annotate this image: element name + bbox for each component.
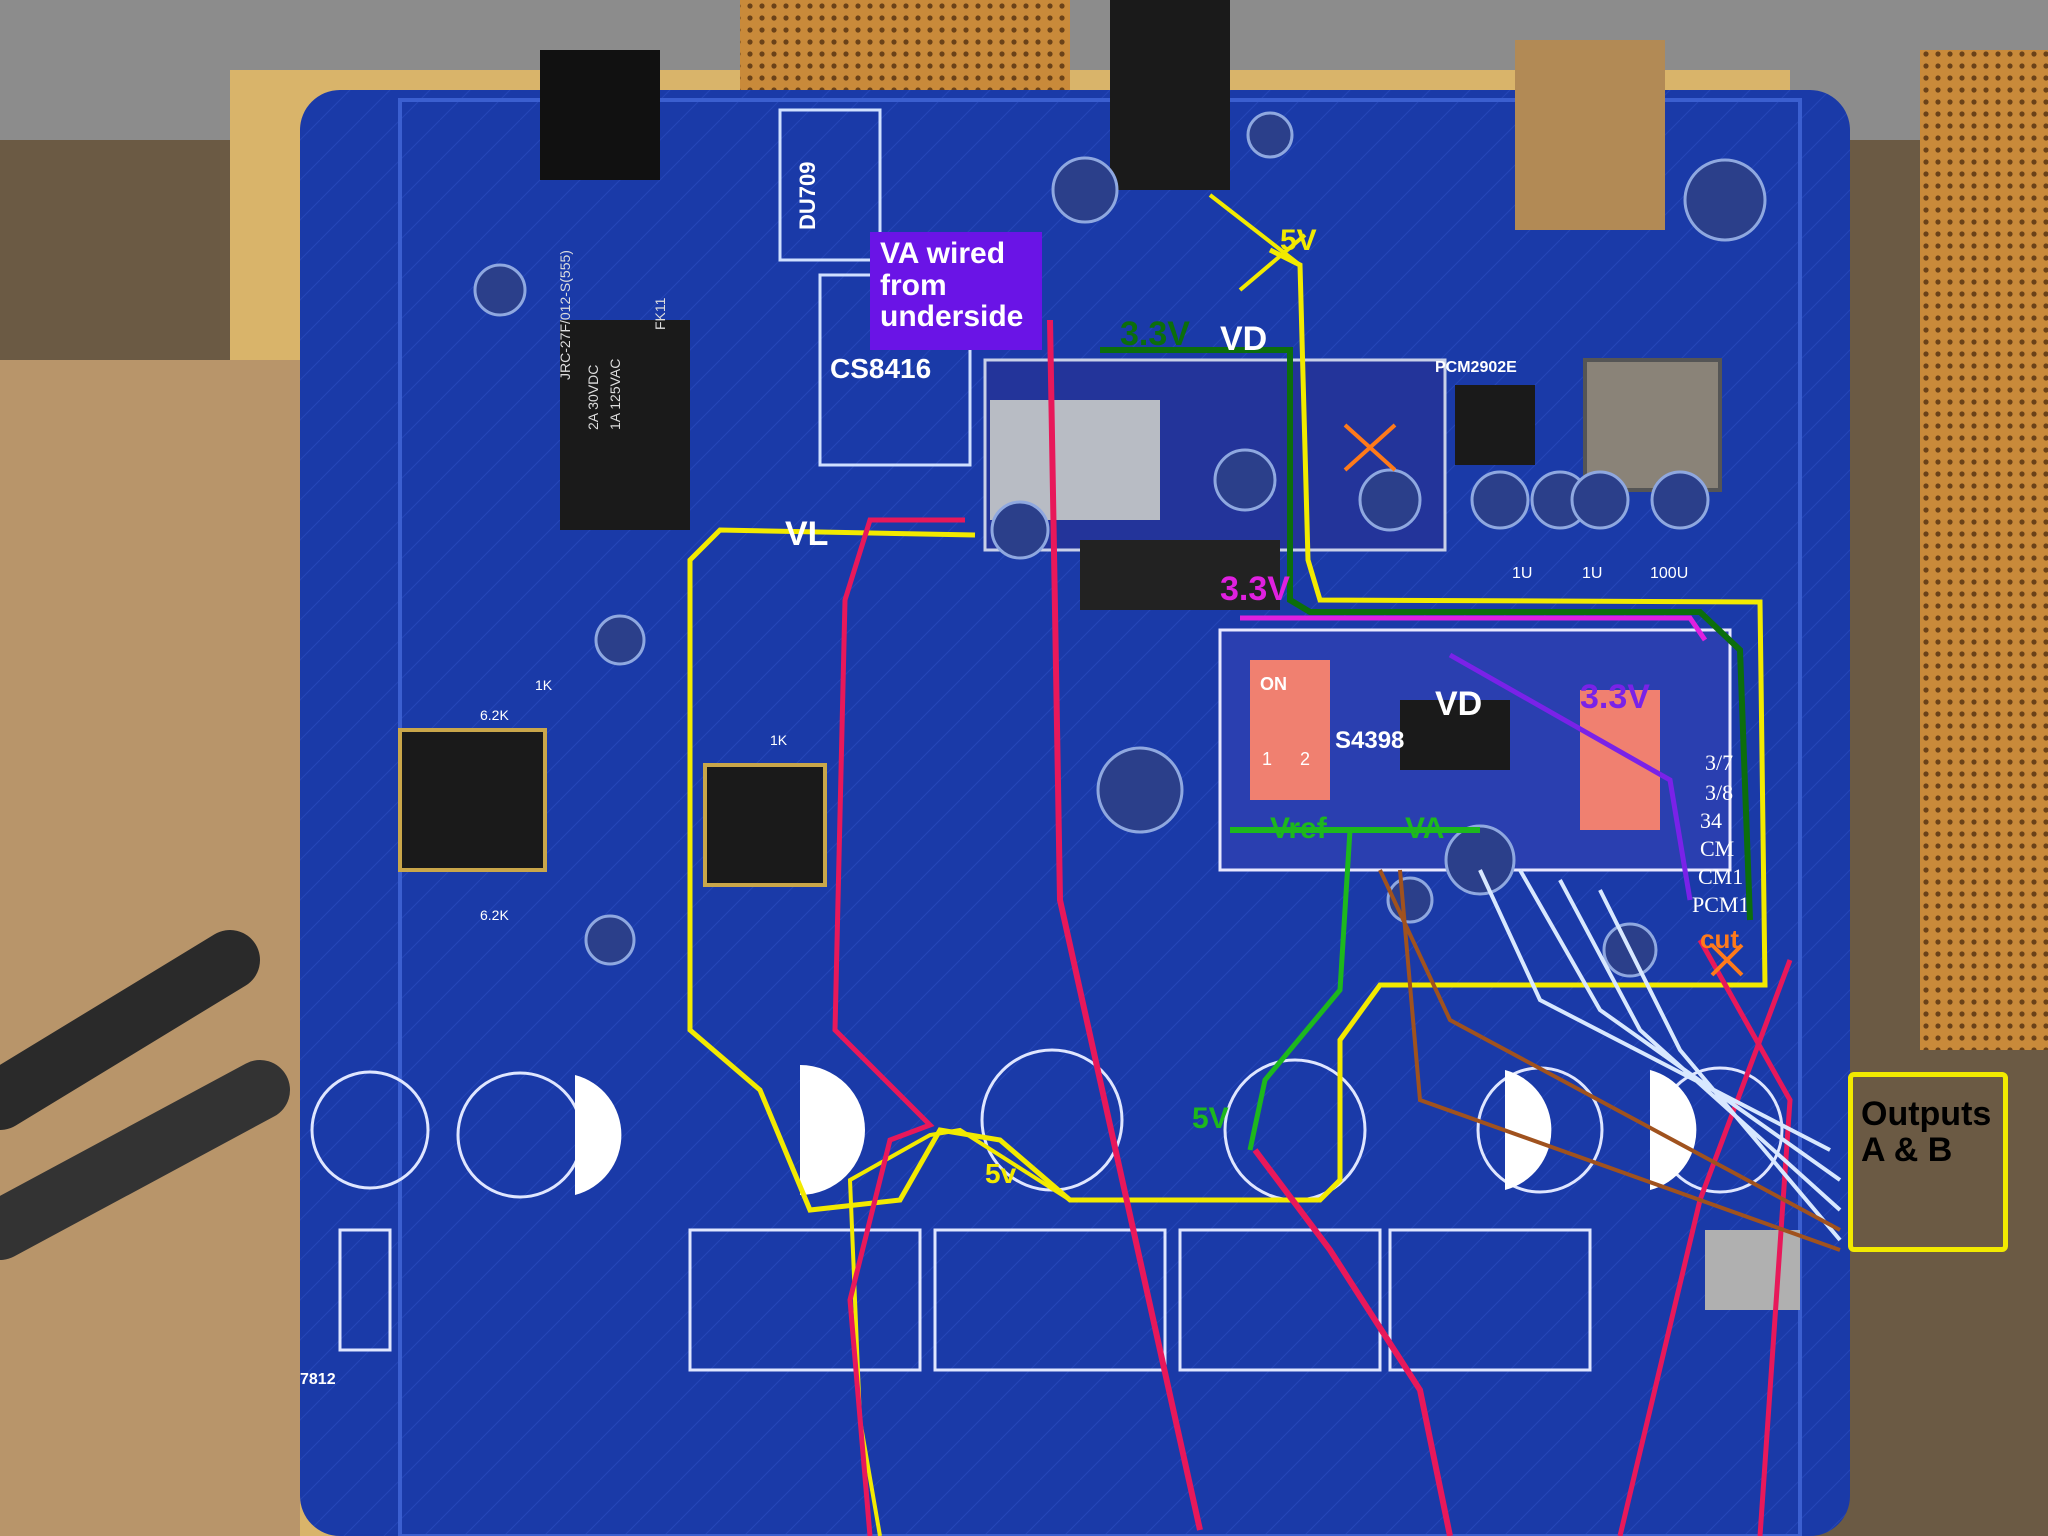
ic-socket-mid [703,763,827,887]
regulator-label: 7812 [300,1371,336,1388]
psu-halfcircle-4 [1650,1070,1697,1190]
resistor-label-2: 6.2K [480,707,509,723]
resistor-label-1: 1K [535,677,553,693]
dip-on-label: ON [1260,674,1287,694]
purple-trace [1448,652,1693,901]
output-brown-wires [1378,869,1841,1252]
resistor-label-4: 6.2K [480,907,509,923]
psu-halfcircle-2 [800,1065,865,1195]
outputs-note: Outputs A & B [1848,1072,2008,1252]
label-3v3-mid: 3.3V [1220,570,1290,608]
label-vref: Vref [1270,812,1328,845]
va-note-line-2: from [880,268,947,302]
cap-value-2: 1U [1582,565,1602,582]
label-vd-dac: VD [1435,685,1482,723]
pin-label-2: 3/8 [1705,780,1733,805]
red-wire-5v [1252,1148,1453,1536]
label-3v3-top: 3.3V [1120,315,1190,353]
s4398-label: S4398 [1335,727,1404,754]
pin-label-5: CM1 [1698,864,1743,889]
pcm2902-label: PCM2902E [1435,359,1517,376]
label-cut: cut [1700,924,1739,954]
pin-label-1: 3/7 [1705,750,1733,775]
red-wire-loop-left [832,517,965,1536]
label-5v-green: 5V [1192,1102,1229,1135]
crystal-shield [990,400,1160,520]
label-5v-top: 5V [1280,224,1317,257]
du709-label: DU709 [795,162,820,230]
relay-text-2: 2A 30VDC [585,365,601,430]
label-5v-left: 5v [985,1158,1017,1189]
black-cable-2 [0,1060,290,1260]
psu-halfcircle-3 [1505,1070,1552,1190]
cs8416-label: CS8416 [830,353,931,384]
relay [560,320,690,530]
relay-text-1: JRC-27F/012-S(555) [557,250,573,380]
dip-number-2: 2 [1300,749,1310,769]
transformer [1583,358,1722,492]
label-vl: VL [785,515,828,553]
va-wired-note: VA wired from underside [870,232,1042,350]
label-3v3-right: 3.3V [1580,678,1650,716]
relay-connector [540,50,660,180]
pin-label-3: 34 [1700,808,1722,833]
receiver-ic [1080,540,1280,610]
va-note-line-3: underside [880,300,1024,333]
capacitors [473,111,1767,978]
du709-module [778,108,882,262]
orange-x-cut-top [1343,423,1397,472]
usb-connector [1515,40,1665,230]
dip-number-1: 1 [1262,749,1272,769]
regulator-7812 [338,1228,392,1352]
black-cable-1 [0,930,260,1130]
label-va: VA [1405,812,1444,845]
perfboard-right [1920,50,2048,1050]
label-vd-top: VD [1220,320,1267,358]
magenta-3v3-trace [1240,615,1708,642]
cap-value-3: 100U [1650,565,1688,582]
metal-component [1705,1230,1800,1310]
red-wire-va [1047,319,1203,1531]
dac-chip [1400,700,1510,770]
va-note-line-1: VA wired [880,237,1006,270]
outputs-note-line-1: Outputs [1861,1095,1992,1133]
optical-connector [1110,0,1230,190]
orange-x-cut-bottom [1710,943,1744,977]
yellow-5v-x [1208,193,1307,292]
yellow-5v-trace [687,247,1768,1213]
cap-value-1: 1U [1512,565,1532,582]
green-5v-drop [1247,829,1353,1151]
pin-label-4: CM [1700,836,1734,861]
outputs-note-line-2: A & B [1861,1130,1953,1169]
psu-halfcircle-1 [575,1075,622,1195]
red-wire-right-1 [1697,938,1793,1536]
dip-switch-left [1250,660,1330,800]
perfboard-top [740,0,1070,90]
green-3v3-trace [1100,347,1753,921]
relay-text-3: 1A 125VAC [607,359,623,430]
relay-code: FK11 [652,297,668,330]
pcm2902-chip [1455,385,1535,465]
heatsinks [688,1228,1592,1372]
output-wires [1478,869,1842,1242]
ic-socket-left [398,728,547,872]
pin-label-6: PCM1 [1692,892,1749,917]
resistor-label-3: 1K [770,732,788,748]
dip-switch-right [1580,690,1660,830]
